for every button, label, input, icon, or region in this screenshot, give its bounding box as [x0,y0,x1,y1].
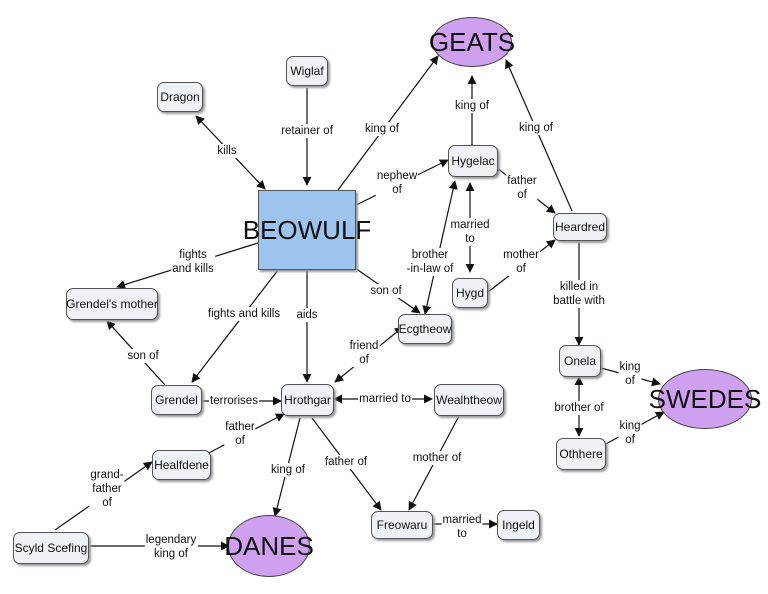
link-label-mother-of-heardred: mother of [502,248,540,276]
link-label-killed-in-battle-with: killed in battle with [552,280,606,308]
link-label-mother-of-freowaru: mother of [411,451,463,465]
link-label-heardred-king-of: king of [518,121,554,135]
link-label-fights-and-kills-grendel: fights and kills [206,307,282,321]
beowulf-node: BEOWULF [243,190,371,270]
link-label-brother-of: brother of [553,401,605,415]
link-label-terrorises: terrorises [209,394,259,408]
link-label-aids: aids [295,308,319,322]
link-label-legendary-king-of: legendary king of [144,533,198,561]
link-label-othhere-king-of: king of [618,419,642,447]
onela-node: Onela [559,345,601,377]
grendels-mother-node: Grendel's mother [66,288,158,320]
wiglaf-node: Wiglaf [286,56,328,86]
link-label-son-of-grendels-mother: son of [126,349,160,363]
link-label-brother-in-law-of: brother -in-law of [405,248,455,276]
link-label-hrothgar-father-of: father of [323,455,369,469]
edge-ecgtheow-hygelac [422,180,458,315]
edge-beowulf-grendel [191,269,279,383]
edge-heardred-geats [505,59,573,212]
freowaru-node: Freowaru [371,511,433,539]
link-label-hygelac-king-of: king of [454,99,490,113]
grendel-node: Grendel [151,385,202,415]
scyld-scefing-node: Scyld Scefing [13,532,89,564]
link-label-father-of-heardred: father of [506,174,538,202]
healfdene-node: Healfdene [152,450,211,480]
link-label-son-of-ecgtheow: son of [369,284,403,298]
link-label-beowulf-king-of: king of [364,122,400,136]
link-label-grandfather-of: grand- father of [89,468,125,510]
link-label-retainer-of: retainer of [280,124,334,138]
link-label-married-to-ingeld: married to [441,513,483,541]
othhere-node: Othhere [556,438,606,470]
hrothgar-node: Hrothgar [281,384,334,416]
link-label-nephew-of: nephew of [375,169,419,197]
link-label-healfdene-father-of: father of [224,420,256,448]
swedes-node: SWEDES [649,369,761,429]
dragon-node: Dragon [157,82,203,112]
link-label-onela-king-of: king of [618,360,642,388]
link-label-fights-and-kills-mother: fights and kills [171,248,215,276]
ecgtheow-node: Ecgtheow [398,314,452,344]
link-label-hrothgar-king-of: king of [270,463,306,477]
hygelac-node: Hygelac [448,145,498,177]
link-label-kills: kills [216,144,238,158]
link-label-married-to-hygd: married to [449,218,491,246]
link-label-friend-of: friend of [348,339,380,367]
link-label-married-to-wealhtheow: married to [358,392,412,406]
danes-node: DANES [224,515,314,577]
ingeld-node: Ingeld [497,510,540,540]
wealhtheow-node: Wealhtheow [434,384,504,416]
geats-node: GEATS [429,17,515,67]
hygd-node: Hygd [452,278,488,308]
heardred-node: Heardred [553,213,607,241]
